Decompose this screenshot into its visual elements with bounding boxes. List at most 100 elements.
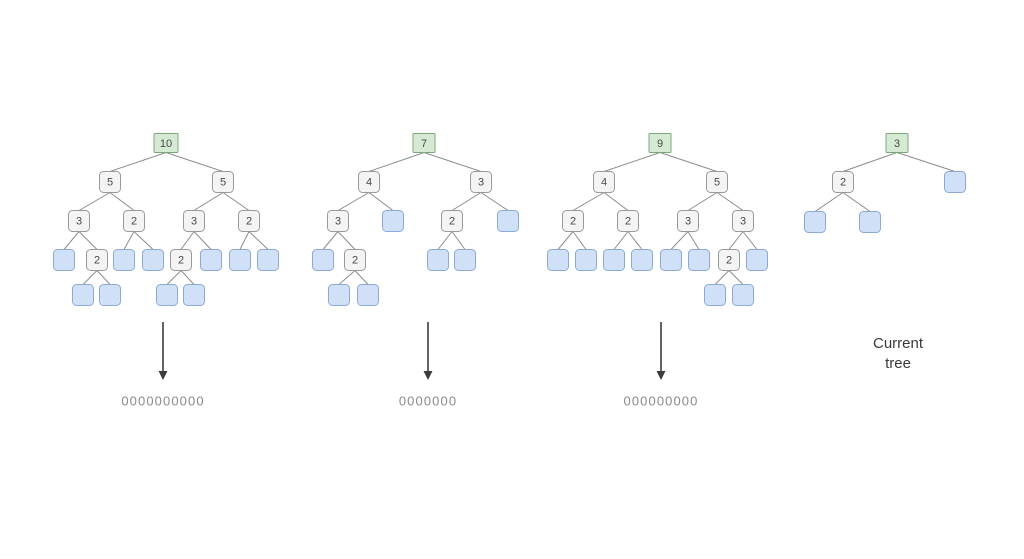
- tree-internal-node[interactable]: 2: [344, 249, 366, 271]
- node-label: 2: [178, 254, 184, 266]
- node-shape: [859, 211, 881, 233]
- tree-internal-node[interactable]: 2: [718, 249, 740, 271]
- tree-internal-node[interactable]: 4: [593, 171, 615, 193]
- node-label: 2: [625, 215, 631, 227]
- tree-leaf-node[interactable]: [547, 249, 569, 271]
- node-shape: [412, 133, 436, 153]
- tree-root-node[interactable]: 9: [648, 133, 672, 153]
- tree-edge: [354, 270, 369, 285]
- tree-internal-node[interactable]: 5: [706, 171, 728, 193]
- tree-internal-node[interactable]: 5: [212, 171, 234, 193]
- tree-edge: [133, 231, 154, 250]
- tree-leaf-node[interactable]: [99, 284, 121, 306]
- tree-leaf-node[interactable]: [200, 249, 222, 271]
- tree-internal-node[interactable]: 2: [617, 210, 639, 232]
- tree-leaf-node[interactable]: [454, 249, 476, 271]
- node-label: 2: [94, 254, 100, 266]
- tree-leaf-node[interactable]: [688, 249, 710, 271]
- tree-leaf-node[interactable]: [859, 211, 881, 233]
- tree-edge: [248, 231, 269, 250]
- tree-leaf-node[interactable]: [113, 249, 135, 271]
- tree-root-node[interactable]: 3: [885, 133, 909, 153]
- tree-leaf-node[interactable]: [746, 249, 768, 271]
- tree-internal-node[interactable]: 5: [99, 171, 121, 193]
- tree-edge: [193, 231, 212, 250]
- tree-edge: [109, 192, 135, 211]
- tree-leaf-node[interactable]: [142, 249, 164, 271]
- node-shape: [746, 249, 768, 271]
- node-shape: [142, 249, 164, 271]
- node-shape: [470, 171, 492, 193]
- node-shape: [327, 210, 349, 232]
- tree-internal-node[interactable]: 3: [470, 171, 492, 193]
- tree-leaf-node[interactable]: [72, 284, 94, 306]
- node-shape: [804, 211, 826, 233]
- tree-leaf-node[interactable]: [944, 171, 966, 193]
- tree-leaf-node[interactable]: [183, 284, 205, 306]
- node-shape: [358, 171, 380, 193]
- tree-internal-node[interactable]: 3: [732, 210, 754, 232]
- tree-internal-node[interactable]: 2: [86, 249, 108, 271]
- tree-leaf-node[interactable]: [382, 210, 404, 232]
- tree-root-node[interactable]: 10: [153, 133, 179, 153]
- node-label: 5: [107, 176, 113, 188]
- tree-leaf-node[interactable]: [804, 211, 826, 233]
- node-label: 2: [570, 215, 576, 227]
- tree-leaf-node[interactable]: [631, 249, 653, 271]
- tree-edge: [322, 231, 339, 250]
- tree-edge: [423, 152, 482, 172]
- tree-internal-node[interactable]: 2: [170, 249, 192, 271]
- node-shape: [562, 210, 584, 232]
- tree-internal-node[interactable]: 2: [441, 210, 463, 232]
- node-label: 2: [352, 254, 358, 266]
- tree-internal-node[interactable]: 2: [238, 210, 260, 232]
- tree-internal-node[interactable]: 3: [677, 210, 699, 232]
- node-shape: [229, 249, 251, 271]
- tree-edge: [78, 231, 98, 250]
- node-label: 3: [894, 138, 900, 150]
- tree-edge: [659, 152, 718, 172]
- tree-leaf-node[interactable]: [704, 284, 726, 306]
- tree-leaf-node[interactable]: [497, 210, 519, 232]
- tree-leaf-node[interactable]: [229, 249, 251, 271]
- tree-leaf-node[interactable]: [328, 284, 350, 306]
- tree-leaf-node[interactable]: [357, 284, 379, 306]
- tree-leaf-node[interactable]: [603, 249, 625, 271]
- node-label: 3: [685, 215, 691, 227]
- tree-internal-node[interactable]: 3: [68, 210, 90, 232]
- tree-internal-node[interactable]: 3: [183, 210, 205, 232]
- arrow-head: [158, 371, 168, 380]
- node-shape: [72, 284, 94, 306]
- tree-internal-node[interactable]: 4: [358, 171, 380, 193]
- tree-internal-node[interactable]: 2: [832, 171, 854, 193]
- node-label: 3: [191, 215, 197, 227]
- tree-leaf-node[interactable]: [575, 249, 597, 271]
- tree-leaf-node[interactable]: [257, 249, 279, 271]
- tree-leaf-node[interactable]: [156, 284, 178, 306]
- tree-edge: [239, 231, 250, 250]
- tree-internal-node[interactable]: 3: [327, 210, 349, 232]
- node-shape: [660, 249, 682, 271]
- node-shape: [718, 249, 740, 271]
- tree-internal-node[interactable]: 2: [123, 210, 145, 232]
- tree-leaf-node[interactable]: [312, 249, 334, 271]
- node-shape: [153, 133, 179, 153]
- node-shape: [688, 249, 710, 271]
- tree-edge: [451, 192, 482, 211]
- tree-edge: [180, 270, 195, 285]
- tree-edge: [96, 270, 111, 285]
- tree-leaf-node[interactable]: [427, 249, 449, 271]
- tree-leaf-node[interactable]: [732, 284, 754, 306]
- node-shape: [99, 171, 121, 193]
- node-shape: [99, 284, 121, 306]
- tree-leaf-node[interactable]: [53, 249, 75, 271]
- arrow-head: [656, 371, 666, 380]
- node-label: 3: [740, 215, 746, 227]
- tree-leaf-node[interactable]: [660, 249, 682, 271]
- node-shape: [257, 249, 279, 271]
- node-shape: [732, 210, 754, 232]
- tree-internal-node[interactable]: 2: [562, 210, 584, 232]
- tree-root-node[interactable]: 7: [412, 133, 436, 153]
